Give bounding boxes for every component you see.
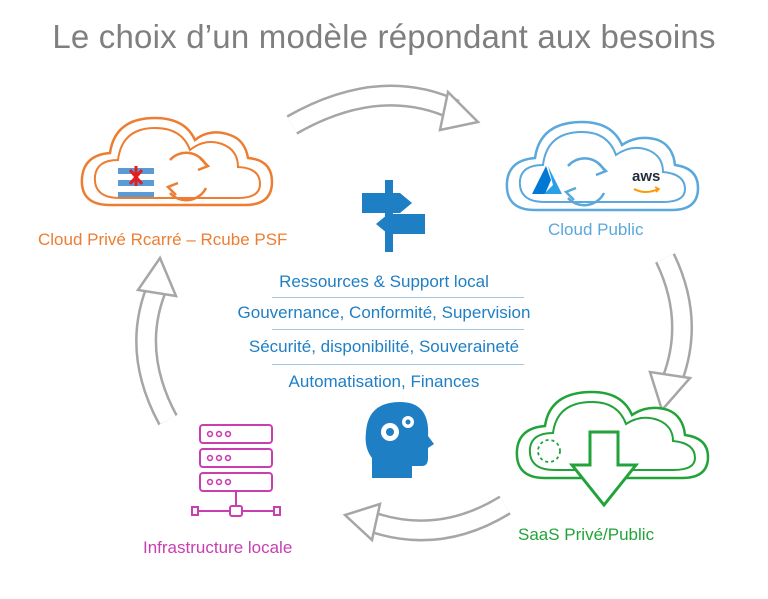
aws-logo-text: aws (632, 168, 661, 185)
cycle-arrow-right (648, 253, 693, 413)
cycle-arrow-bottom (342, 495, 511, 543)
head-gears-icon (365, 402, 434, 478)
signpost-icon (362, 180, 425, 252)
criteria-separator (272, 364, 524, 365)
cycle-arrow-left (135, 255, 179, 426)
criteria-separator (272, 329, 524, 330)
criteria-line-4: Automatisation, Finances (288, 372, 480, 391)
private-cloud-label: Cloud Privé Rcarré – Rcube PSF (38, 230, 288, 249)
luxembourg-flag-icon (118, 166, 154, 197)
cycle-arrow-top (286, 84, 481, 135)
saas-cloud-icon (515, 390, 710, 508)
criteria-line-3: Sécurité, disponibilité, Souveraineté (248, 337, 520, 356)
criteria-line-2: Gouvernance, Conformité, Supervision (237, 303, 531, 322)
saas-label: SaaS Privé/Public (518, 525, 655, 544)
criteria-separator (272, 297, 524, 298)
local-infra-label: Infrastructure locale (143, 538, 293, 557)
public-cloud-label: Cloud Public (548, 220, 644, 239)
public-cloud-icon (505, 120, 700, 212)
server-rack-icon (191, 424, 281, 517)
diagram-title: Le choix d’un modèle répondant aux besoi… (52, 18, 716, 55)
private-cloud-icon (80, 116, 274, 207)
aws-smile-icon (633, 186, 661, 193)
azure-icon (532, 166, 562, 194)
criteria-line-1: Ressources & Support local (279, 272, 489, 291)
